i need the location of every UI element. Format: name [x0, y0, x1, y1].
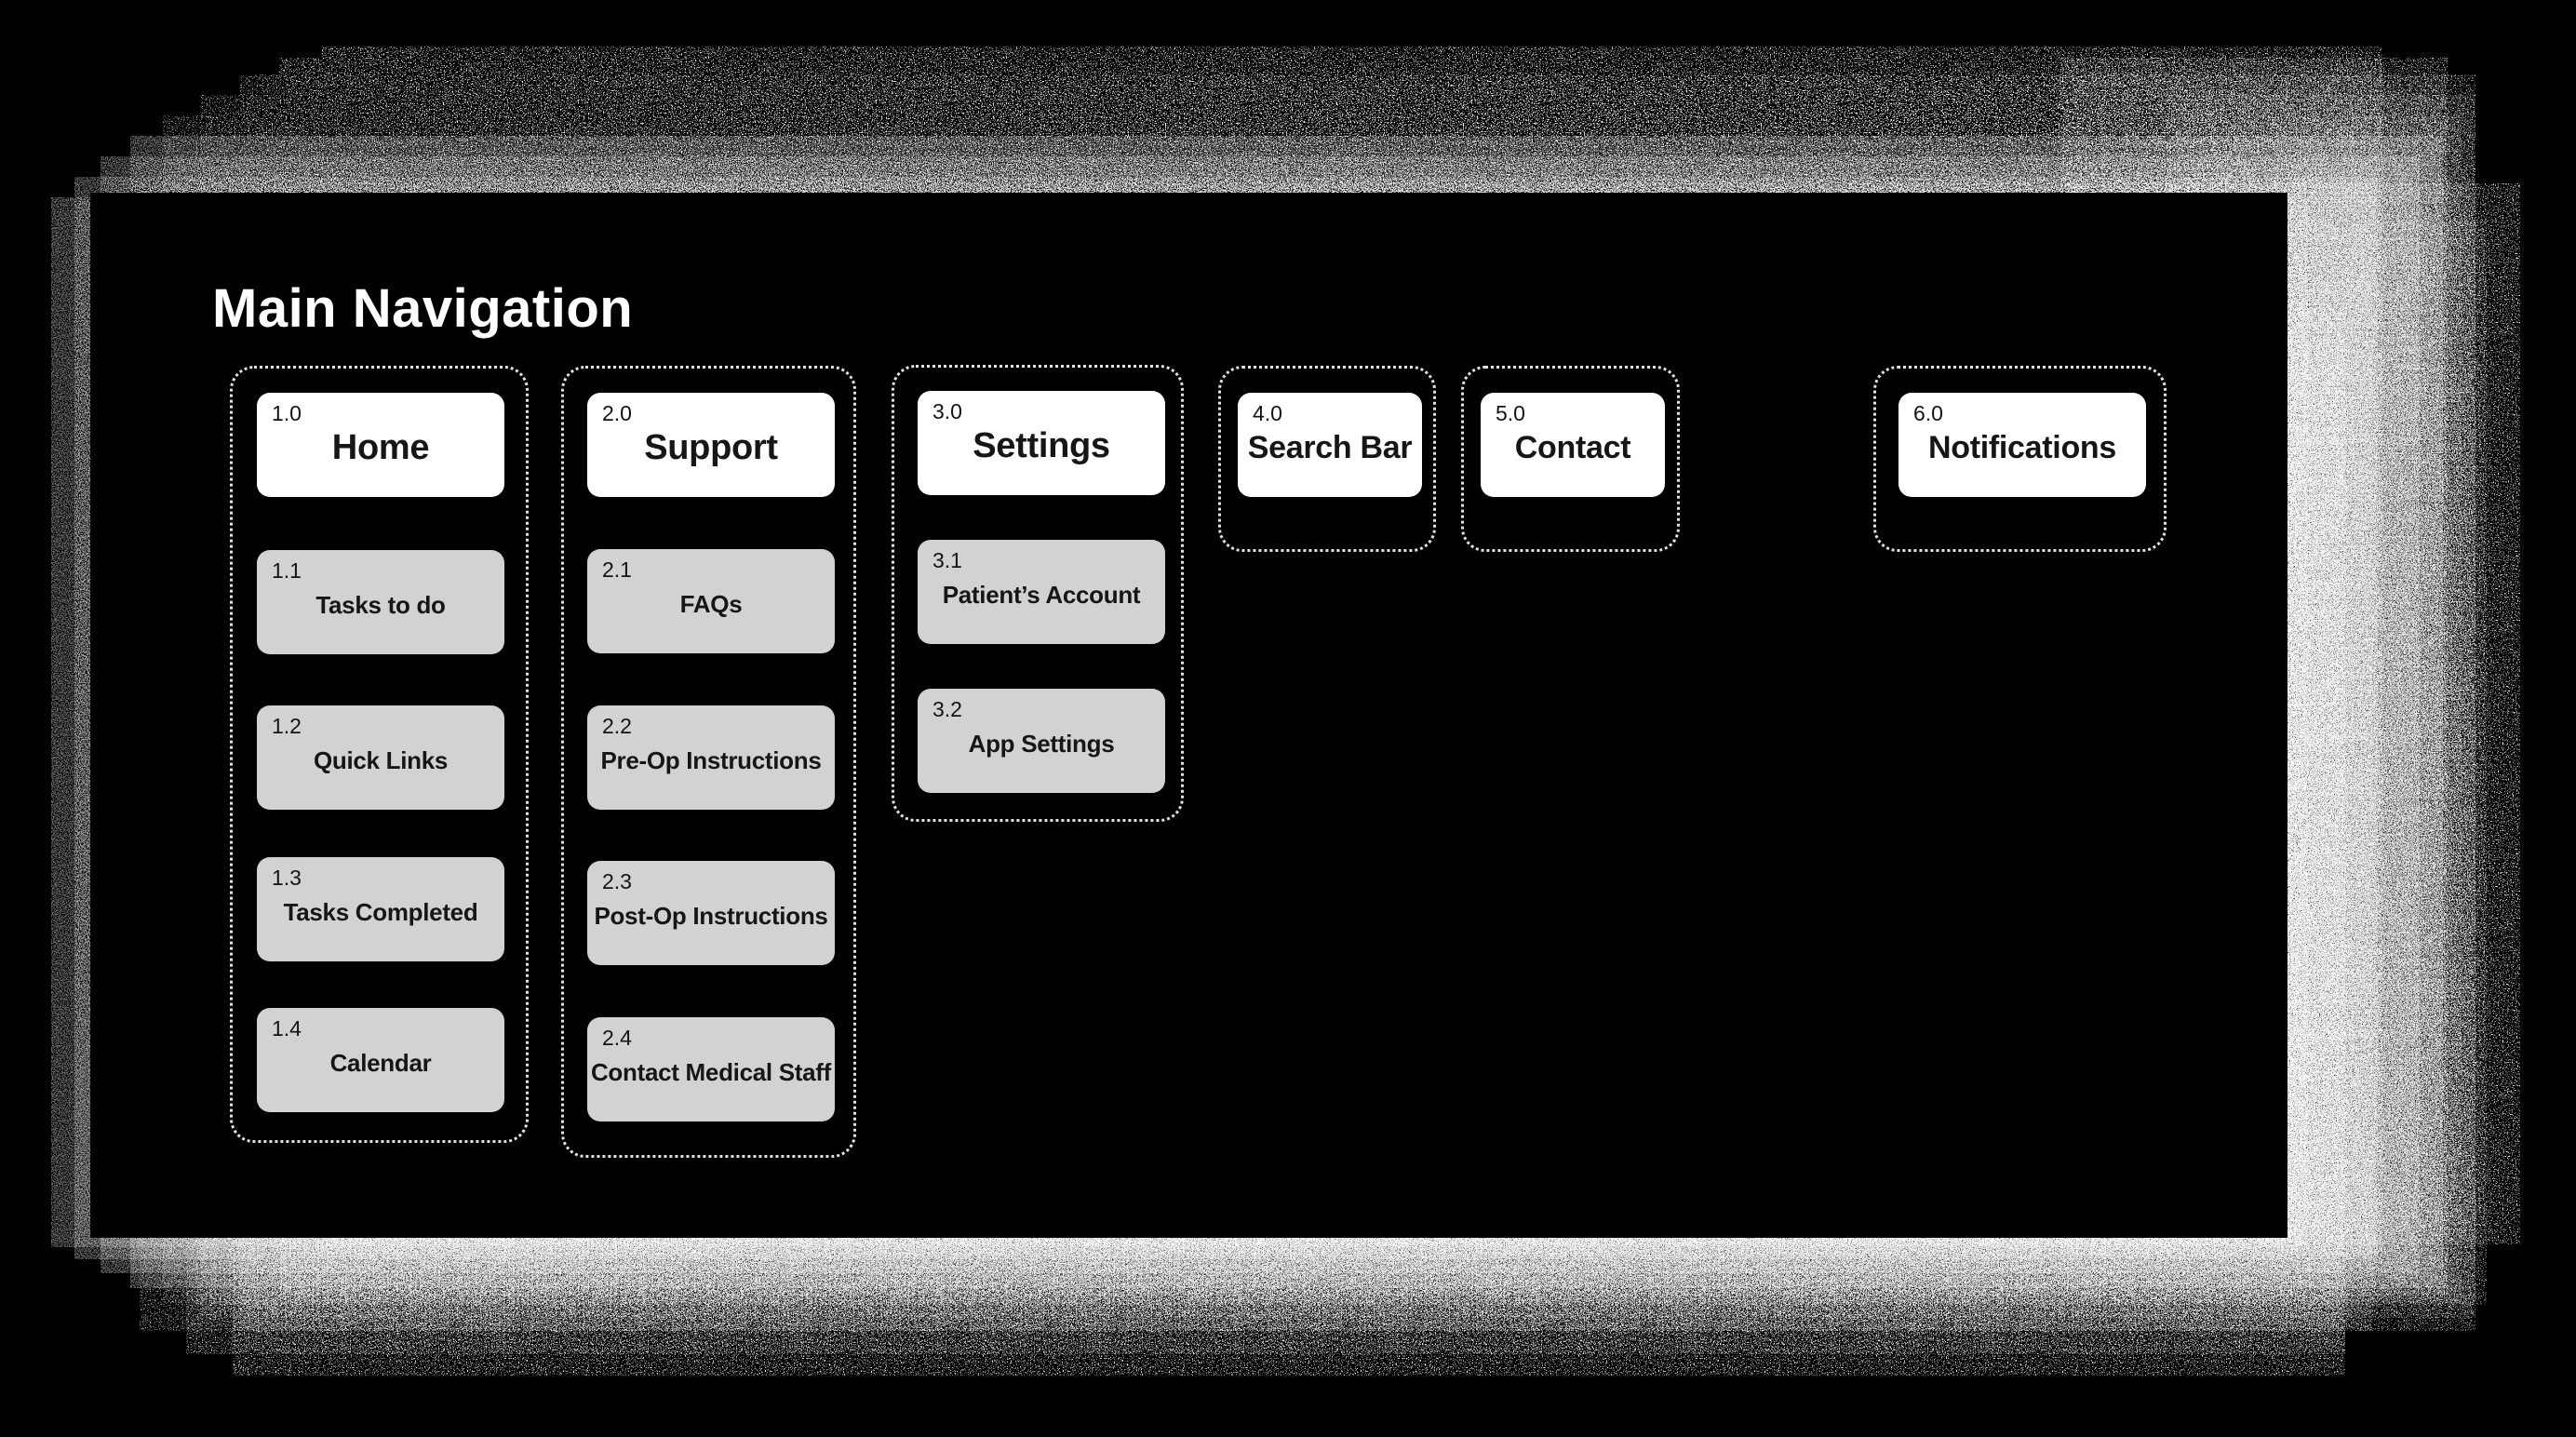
node-contact-medical-staff[interactable]: 2.4 Contact Medical Staff: [587, 1017, 835, 1121]
node-number: 1.2: [272, 714, 302, 738]
node-number: 5.0: [1496, 401, 1525, 425]
node-quick-links[interactable]: 1.2 Quick Links: [257, 705, 504, 810]
node-post-op-instructions[interactable]: 2.3 Post-Op Instructions: [587, 861, 835, 965]
node-tasks-completed[interactable]: 1.3 Tasks Completed: [257, 857, 504, 961]
node-label: Support: [644, 427, 778, 467]
node-calendar[interactable]: 1.4 Calendar: [257, 1008, 504, 1112]
node-notifications[interactable]: 6.0 Notifications: [1898, 393, 2146, 497]
diagram-canvas: Main Navigation 1.0 Home 1.1 Tasks to do…: [90, 193, 2288, 1238]
node-label: Search Bar: [1247, 429, 1413, 465]
node-number: 2.0: [602, 401, 632, 425]
node-contact[interactable]: 5.0 Contact: [1481, 393, 1665, 497]
node-label: Tasks Completed: [283, 897, 478, 926]
node-search-bar[interactable]: 4.0 Search Bar: [1238, 393, 1422, 497]
node-faqs[interactable]: 2.1 FAQs: [587, 549, 835, 653]
nav-group-home: 1.0 Home 1.1 Tasks to do 1.2 Quick Links…: [230, 366, 529, 1143]
node-label: Settings: [973, 425, 1110, 465]
node-number: 6.0: [1913, 401, 1943, 425]
node-label: Contact Medical Staff: [590, 1057, 832, 1086]
node-label: Home: [331, 427, 430, 467]
node-settings[interactable]: 3.0 Settings: [918, 391, 1165, 495]
node-label: Patient’s Account: [942, 580, 1141, 609]
node-number: 3.0: [932, 399, 962, 423]
node-support[interactable]: 2.0 Support: [587, 393, 835, 497]
node-number: 1.3: [272, 866, 302, 890]
node-number: 3.2: [932, 697, 962, 721]
nav-group-settings: 3.0 Settings 3.1 Patient’s Account 3.2 A…: [892, 365, 1184, 822]
node-label: Notifications: [1928, 429, 2116, 465]
node-label: Tasks to do: [315, 590, 446, 619]
page-title: Main Navigation: [212, 278, 634, 339]
node-patients-account[interactable]: 3.1 Patient’s Account: [918, 540, 1165, 644]
nav-group-contact: 5.0 Contact: [1461, 366, 1680, 552]
node-label: Post-Op Instructions: [594, 901, 828, 930]
node-number: 4.0: [1253, 401, 1282, 425]
node-label: Contact: [1514, 429, 1631, 465]
node-label: FAQs: [679, 589, 743, 618]
node-label: App Settings: [968, 729, 1115, 758]
node-number: 2.1: [602, 557, 632, 582]
node-pre-op-instructions[interactable]: 2.2 Pre-Op Instructions: [587, 705, 835, 810]
node-number: 1.0: [272, 401, 302, 425]
node-label: Calendar: [329, 1048, 432, 1077]
nav-group-notifications: 6.0 Notifications: [1873, 366, 2167, 552]
node-label: Quick Links: [313, 745, 449, 774]
nav-group-support: 2.0 Support 2.1 FAQs 2.2 Pre-Op Instruct…: [561, 366, 856, 1158]
node-number: 3.1: [932, 548, 962, 572]
node-label: Pre-Op Instructions: [600, 745, 822, 774]
node-home[interactable]: 1.0 Home: [257, 393, 504, 497]
node-number: 2.4: [602, 1026, 632, 1050]
nav-group-search-bar: 4.0 Search Bar: [1218, 366, 1436, 552]
node-number: 1.1: [272, 558, 302, 583]
node-app-settings[interactable]: 3.2 App Settings: [918, 689, 1165, 793]
node-number: 2.2: [602, 714, 632, 738]
node-tasks-to-do[interactable]: 1.1 Tasks to do: [257, 550, 504, 654]
node-number: 1.4: [272, 1016, 302, 1041]
node-number: 2.3: [602, 869, 632, 893]
